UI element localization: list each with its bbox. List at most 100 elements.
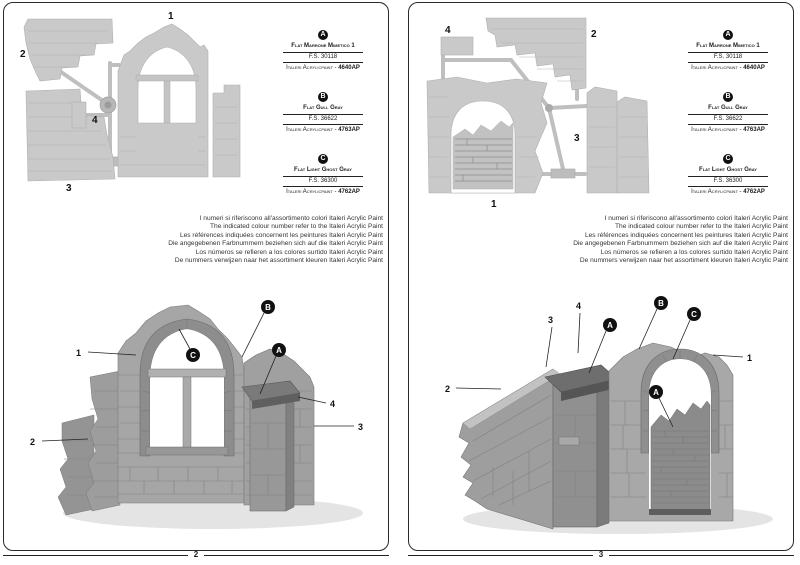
note-line-fr: Les références indiquées concernent les … — [179, 231, 383, 239]
callout-circle-a — [603, 318, 617, 332]
paint-code: 4640AP — [743, 65, 765, 71]
page3-assembly-illustration: 3 4 A B C 1 2 A — [445, 296, 773, 534]
page3-footer: 3 — [408, 550, 795, 559]
callout-4: 4 — [576, 301, 581, 311]
window-mullion — [163, 80, 171, 124]
brick-infill — [650, 400, 711, 514]
note-line-nl: De nummers verwijzen naar het assortimen… — [579, 257, 788, 265]
part-label-4: 4 — [445, 25, 451, 36]
paint-brand: Italeri Acrylicpaint - — [286, 65, 339, 71]
paint-brand: Italeri Acrylicpaint - — [691, 65, 744, 71]
footer-rule — [609, 554, 795, 556]
pillar-cap — [241, 380, 301, 409]
note-line-es: Los números se refieren a los colores su… — [195, 248, 383, 256]
callout-2: 2 — [30, 437, 35, 447]
note-line-de: Die angegebenen Farbnummern beziehen sic… — [573, 240, 788, 248]
paint-letter-badge: B — [723, 91, 733, 102]
paint-brand: Italeri Acrylicpaint - — [691, 189, 744, 195]
callout-circle-c — [687, 307, 701, 321]
paint-letter-badge: C — [723, 153, 733, 164]
paint-code: 4640AP — [338, 65, 360, 71]
paint-brand: Italeri Acrylicpaint - — [691, 127, 744, 133]
callout-3: 3 — [358, 422, 363, 432]
paint-name: Flat Gull Gray — [283, 103, 363, 115]
page2-paint-notes: I numeri si riferiscono all'assortimento… — [168, 215, 383, 265]
paint-code: 4763AP — [743, 127, 765, 133]
callout-letter-a: A — [607, 321, 613, 330]
paint-name: Flat Marrone Mimetico 1 — [688, 41, 768, 53]
part-3-corner-piece — [586, 86, 650, 194]
buttress-pillar — [249, 398, 295, 512]
paint-letter: C — [320, 155, 326, 162]
paint-fs-code: F.S. 36622 — [688, 115, 768, 125]
callout-circle-c — [186, 348, 200, 362]
note-line-it: I numeri si riferiscono all'assortimento… — [604, 215, 788, 222]
callout-2: 2 — [445, 384, 450, 394]
paint-name: Flat Light Ghost Gray — [283, 165, 363, 177]
note-line-fr: Les références indiquées concernent les … — [584, 231, 788, 239]
callouts: 3 4 A B C 1 2 A — [445, 296, 752, 428]
note-line-nl: De nummers verwijzen naar het assortimen… — [174, 257, 383, 265]
note-line-en: The indicated colour number refer to the… — [210, 223, 383, 231]
window-mullion — [182, 376, 192, 448]
page2-footer: 2 — [3, 550, 390, 559]
paint-entry-c: C Flat Light Ghost Gray F.S. 36300 Itale… — [283, 147, 363, 196]
page-number: 3 — [598, 550, 604, 559]
part-label-4: 4 — [92, 115, 98, 126]
part-pillar-piece — [212, 84, 241, 178]
paint-entry-b: B Flat Gull Gray F.S. 36622 Italeri Acry… — [688, 85, 768, 134]
brick-infill — [452, 120, 514, 190]
callout-3: 3 — [548, 315, 553, 325]
window-transom — [135, 74, 199, 82]
part-4-cap-piece — [440, 36, 474, 56]
part-2-wall-fragment — [23, 18, 114, 82]
arch-doorway — [640, 348, 720, 515]
paint-fs-code: F.S. 30118 — [688, 53, 768, 63]
doorway-threshold — [649, 509, 711, 515]
page2-parts-diagram: 1 2 3 4 — [20, 11, 241, 194]
paint-brand-line: Italeri Acrylicpaint - 4640AP — [283, 63, 363, 72]
page3-parts-diagram: 4 2 3 1 — [426, 17, 650, 210]
page3-paint-legend: A Flat Marrone Mimetico 1 F.S. 30118 Ita… — [688, 23, 768, 209]
part-label-3: 3 — [574, 133, 580, 144]
part-label-1: 1 — [168, 11, 174, 22]
callout-1: 1 — [747, 353, 752, 363]
part-4-cap-piece — [71, 101, 87, 129]
part-1-window-wall — [117, 23, 209, 178]
callout-letter-b: B — [658, 299, 664, 308]
page-number: 2 — [193, 550, 199, 559]
paint-brand-line: Italeri Acrylicpaint - 4762AP — [283, 187, 363, 196]
callout-circle-b — [261, 300, 275, 314]
callout-letter-a: A — [276, 346, 282, 355]
footer-rule — [408, 554, 593, 556]
note-line-en: The indicated colour number refer to the… — [615, 223, 788, 231]
corner-pillar — [552, 382, 610, 528]
paint-fs-code: F.S. 30118 — [283, 53, 363, 63]
page-2: 1 2 3 4 A Flat Marrone Mimetico 1 F.S. 3… — [3, 2, 389, 551]
callouts: 1 2 B C A 4 3 — [30, 300, 363, 447]
paint-brand-line: Italeri Acrylicpaint - 4763AP — [283, 125, 363, 134]
callout-letter-a2: A — [653, 388, 659, 397]
callout-letter-b: B — [265, 303, 271, 312]
paint-name: Flat Marrone Mimetico 1 — [283, 41, 363, 53]
paint-letter-badge: A — [723, 29, 733, 40]
paint-letter-badge: C — [318, 153, 328, 164]
part-1-arch-wall — [426, 76, 548, 194]
paint-letter: B — [320, 93, 326, 100]
paint-entry-a: A Flat Marrone Mimetico 1 F.S. 30118 Ita… — [283, 23, 363, 72]
paint-brand-line: Italeri Acrylicpaint - 4762AP — [688, 187, 768, 196]
paint-code: 4763AP — [338, 127, 360, 133]
callout-letter-c: C — [691, 310, 697, 319]
callout-1: 1 — [76, 348, 81, 358]
callout-circle-a2 — [649, 385, 663, 399]
page2-assembly-illustration: 1 2 B C A 4 3 — [30, 300, 363, 529]
paint-name: Flat Gull Gray — [688, 103, 768, 115]
footer-rule — [204, 554, 390, 556]
paint-letter: A — [725, 31, 731, 38]
part-label-2: 2 — [20, 49, 26, 60]
callout-letter-c: C — [190, 351, 196, 360]
paint-brand-line: Italeri Acrylicpaint - 4640AP — [688, 63, 768, 72]
page-3: 4 2 3 1 A Flat Marrone Mimetico 1 F.S. 3… — [408, 2, 794, 551]
window-sill — [145, 446, 229, 456]
page2-paint-legend: A Flat Marrone Mimetico 1 F.S. 30118 Ita… — [283, 23, 363, 209]
